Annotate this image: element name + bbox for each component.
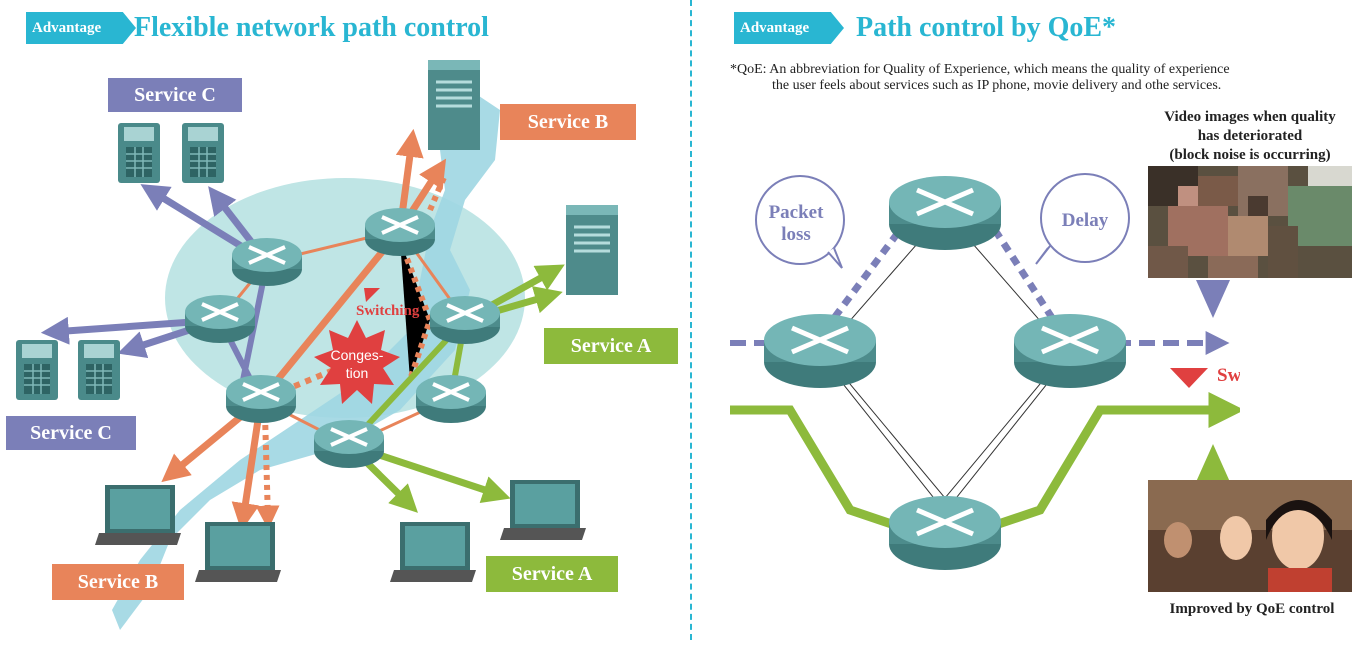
caption-top-line1: Video images when quality <box>1164 109 1336 125</box>
panel-divider <box>690 0 692 640</box>
service-b-bottom-label: Service B <box>52 564 184 600</box>
right-switching-label: Switching <box>1217 365 1240 386</box>
right-panel-title: Path control by QoE* <box>856 12 1117 43</box>
packet-loss-line2: loss <box>781 224 811 245</box>
left-switching-label: Switching <box>356 303 420 319</box>
qoe-router-top <box>889 176 1001 250</box>
degraded-video-image <box>1148 166 1352 278</box>
packet-loss-bubble <box>755 175 845 265</box>
congestion-burst <box>314 320 400 404</box>
packet-loss-line1: Packet <box>769 202 825 223</box>
network-diagram: Conges- tion Switching <box>15 58 620 630</box>
router-7 <box>312 418 386 470</box>
service-c-top-label: Service C <box>108 78 242 112</box>
qoe-router-right <box>1014 314 1126 388</box>
router-1 <box>230 236 304 288</box>
laptop-icon <box>390 522 476 582</box>
laptop-icon <box>95 485 181 545</box>
delay-label: Delay <box>1062 210 1109 231</box>
phone-icon <box>181 122 225 184</box>
switching-triangle <box>364 288 380 302</box>
router-3 <box>183 293 257 345</box>
right-advantage-badge: Advantage <box>734 12 844 44</box>
qoe-router-bottom <box>889 496 1001 570</box>
switching-down-triangle <box>1170 368 1208 388</box>
router-2 <box>363 206 437 258</box>
phone-icon <box>117 122 161 184</box>
router-4 <box>428 294 502 346</box>
caption-top-line2: has deteriorated <box>1197 128 1303 144</box>
server-icon <box>564 203 620 297</box>
qoe-note-line2: the user feels about services such as IP… <box>772 78 1222 93</box>
service-c-left-label: Service C <box>6 416 136 450</box>
left-panel-title: Flexible network path control <box>134 12 489 43</box>
improved-video-image <box>1148 480 1352 592</box>
service-a-bottom-label: Service A <box>486 556 618 592</box>
qoe-diagram: Packet loss Delay Switching <box>730 173 1240 590</box>
delay-bubble <box>1040 173 1130 263</box>
qoe-router-left <box>764 314 876 388</box>
japan-map <box>112 90 500 630</box>
congestion-label-line2: tion <box>346 365 369 381</box>
service-a-right-label: Service A <box>544 328 678 364</box>
server-icon <box>426 58 482 152</box>
up-arrow-icon <box>1196 444 1230 482</box>
caption-top-line3: (block noise is occurring) <box>1169 147 1331 163</box>
router-5 <box>224 373 298 425</box>
laptop-icon <box>500 480 586 540</box>
degraded-video-caption: Video images when quality has deteriorat… <box>1140 108 1360 165</box>
congestion-label-line1: Conges- <box>331 347 384 363</box>
service-b-top-label: Service B <box>500 104 636 140</box>
improved-video-caption: Improved by QoE control <box>1169 601 1335 617</box>
laptop-icon <box>195 522 281 582</box>
left-advantage-badge: Advantage <box>26 12 136 44</box>
qoe-note-line1: *QoE: An abbreviation for Quality of Exp… <box>730 62 1230 77</box>
router-6 <box>414 373 488 425</box>
phone-icon <box>77 339 121 401</box>
phone-icon <box>15 339 59 401</box>
down-arrow-icon <box>1196 280 1230 318</box>
